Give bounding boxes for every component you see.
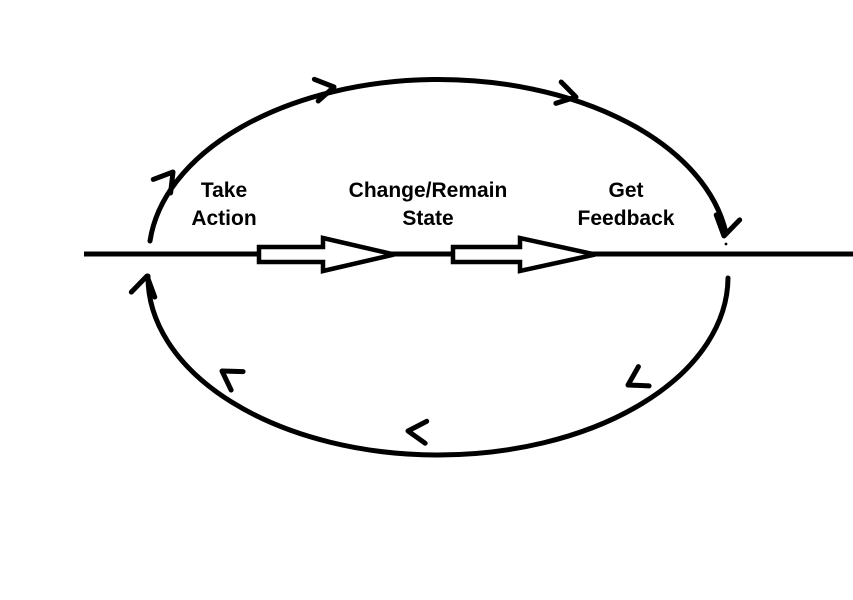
node-label-line: Action — [191, 207, 257, 230]
chevron-arrow-icon — [219, 368, 246, 393]
chevron-arrow-icon — [405, 418, 430, 446]
node-label-line: Change/Remain — [348, 179, 508, 202]
block-arrow-right-icon — [450, 235, 596, 274]
chevron-arrow-icon — [553, 79, 579, 106]
block-arrow-right-icon — [256, 235, 395, 274]
node-label-line: Get — [608, 179, 644, 202]
chevron-arrow-icon — [625, 364, 652, 389]
node-label-line: State — [402, 207, 454, 230]
chevron-arrow-icon — [713, 212, 743, 239]
chevron-arrow-icon — [128, 273, 158, 300]
node-label-line: Take — [200, 179, 248, 202]
node-get-feedback: Get Feedback — [578, 177, 675, 233]
pen-dot — [724, 242, 728, 246]
node-take-action: Take Action — [191, 177, 256, 233]
node-change-remain-state: Change/Remain State — [349, 177, 508, 233]
cycle-bottom-arc — [145, 273, 731, 458]
chevron-arrow-icon — [150, 169, 176, 196]
chevron-arrow-icon — [311, 76, 337, 104]
node-label-line: Feedback — [577, 207, 675, 230]
cycle-top-arc — [147, 77, 729, 244]
